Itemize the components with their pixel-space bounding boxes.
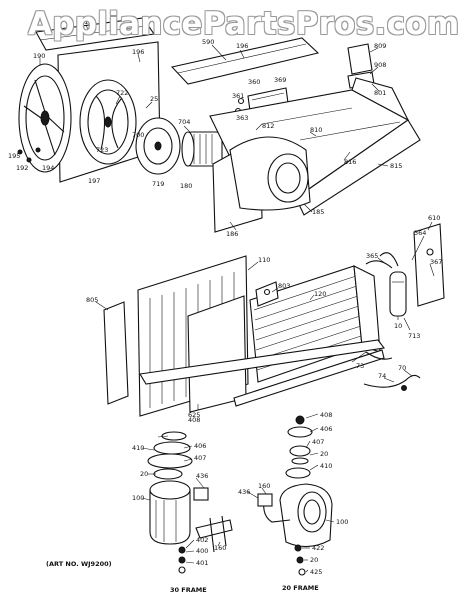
callout-408-30: 408 (188, 416, 200, 424)
callout-74: 74 (378, 372, 386, 380)
leader-lines (39, 24, 435, 573)
callout-436-20: 436 (238, 488, 250, 496)
callout-810: 810 (310, 126, 322, 134)
callout-185: 185 (312, 208, 324, 216)
callout-360: 360 (248, 78, 260, 86)
callout-196b: 196 (132, 48, 144, 56)
callout-186: 186 (226, 230, 238, 238)
callout-180: 180 (180, 182, 192, 190)
callout-20-30: 20 (140, 470, 148, 478)
callout-422: 422 (312, 544, 324, 552)
callout-365: 365 (366, 252, 378, 260)
callout-425: 425 (310, 568, 322, 576)
partition-panel-part (187, 295, 247, 413)
callout-361: 361 (232, 92, 244, 100)
callout-20-20b: 20 (310, 556, 318, 564)
callout-labels: 016 590 196 809 908 801 190 196 360 369 … (8, 18, 442, 594)
coil-bracket-part (255, 281, 279, 307)
compressor-20-frame-part (257, 415, 333, 576)
fan-motor-part (181, 131, 223, 167)
callout-625: 625 (188, 411, 200, 419)
drain-tube-part (363, 351, 421, 391)
callout-408-20: 408 (320, 411, 332, 419)
callout-407-30: 407 (194, 454, 206, 462)
callout-803: 803 (278, 282, 290, 290)
top-panel-part (35, 17, 155, 51)
callout-407-20: 407 (312, 438, 324, 446)
screw-parts (17, 147, 41, 163)
callout-590: 590 (202, 38, 214, 46)
callout-160-20: 160 (258, 482, 270, 490)
callout-809: 809 (374, 42, 386, 50)
callout-73: 73 (356, 362, 364, 370)
fan-blade-part (79, 79, 137, 165)
callout-192: 192 (16, 164, 28, 172)
callout-100-30: 100 (132, 494, 144, 502)
callout-10: 10 (394, 322, 402, 330)
cover-panel-part (170, 37, 320, 85)
callout-436-30: 436 (196, 472, 208, 480)
callout-402: 402 (196, 536, 208, 544)
callout-704: 704 (178, 118, 190, 126)
callout-815: 815 (390, 162, 402, 170)
base-rail-part (139, 339, 385, 407)
callout-160-30: 160 (214, 544, 226, 552)
compressor-30-frame-part (147, 431, 233, 574)
callout-801: 801 (374, 89, 386, 97)
art-number: (ART NO. WJ9200) (46, 560, 112, 568)
watermark: AppliancePartsPros.com (28, 6, 460, 42)
callout-816: 816 (344, 158, 356, 166)
callout-406-20: 406 (320, 425, 332, 433)
callout-722: 722 (116, 89, 128, 97)
callout-410-30: 410 (132, 444, 144, 452)
callout-197: 197 (88, 177, 100, 185)
capacitor-part (365, 252, 407, 317)
callout-401: 401 (196, 559, 208, 567)
callout-713: 713 (408, 332, 420, 340)
callout-016: 016 (80, 18, 92, 26)
callout-410-20: 410 (320, 462, 332, 470)
callout-100-20: 100 (336, 518, 348, 526)
callout-196: 196 (236, 42, 248, 50)
callout-908: 908 (374, 61, 386, 69)
callout-364: 364 (414, 229, 426, 237)
callout-406-30: 406 (194, 442, 206, 450)
callout-369: 369 (274, 76, 286, 84)
callout-195: 195 (8, 152, 20, 160)
callout-120: 120 (314, 290, 326, 298)
callout-20-20: 20 (320, 450, 328, 458)
callout-367: 367 (430, 258, 442, 266)
blower-scroll-part (212, 136, 311, 233)
frame-20-caption: 20 FRAME (282, 584, 319, 592)
callout-805: 805 (86, 296, 98, 304)
callout-700: 700 (132, 131, 144, 139)
callout-363: 363 (236, 114, 248, 122)
callout-25: 25 (150, 95, 158, 103)
callout-719: 719 (152, 180, 164, 188)
callout-110: 110 (258, 256, 270, 264)
frame-30-caption: 30 FRAME (170, 586, 207, 594)
side-panel-part (103, 301, 129, 405)
blower-wheel-part (135, 117, 181, 175)
callout-610: 610 (428, 214, 440, 222)
callout-812: 812 (262, 122, 274, 130)
callout-400: 400 (196, 547, 208, 555)
callout-194: 194 (42, 164, 54, 172)
callout-723: 723 (96, 146, 108, 154)
callout-70: 70 (398, 364, 406, 372)
callout-190: 190 (33, 52, 45, 60)
control-panel-part (413, 223, 445, 307)
